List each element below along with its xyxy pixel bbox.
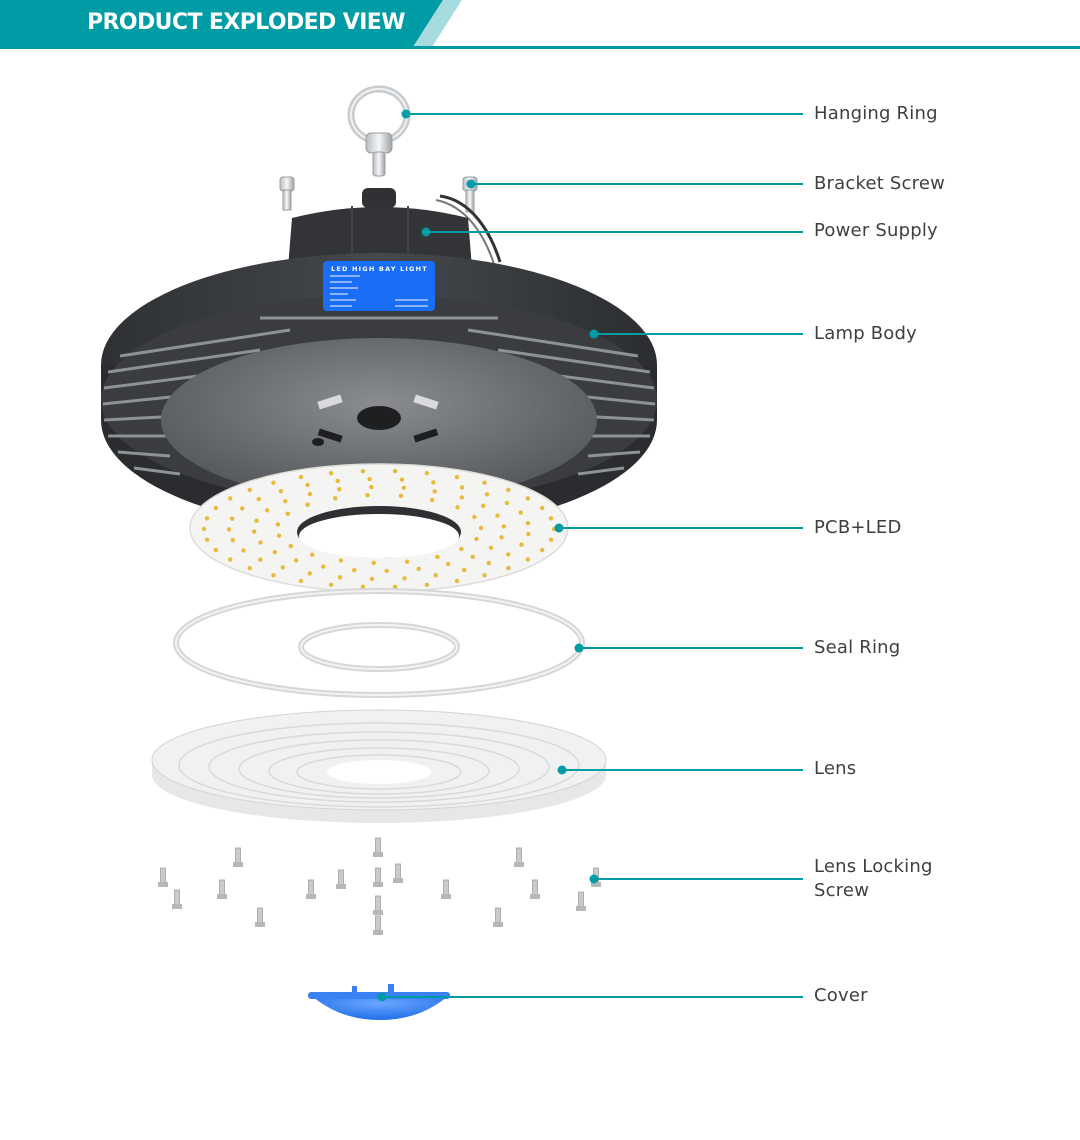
lens-locking-screw-icon [158,837,601,935]
seal-ring-icon [173,588,585,698]
label-lamp-body: Lamp Body [814,323,917,344]
label-lens-locking-screw: Lens Locking Screw [814,855,933,903]
pcb-led-icon [189,463,569,593]
device-info-label [323,261,435,311]
device-label-title: LED HIGH BAY LIGHT [331,265,428,273]
label-hanging-ring: Hanging Ring [814,103,938,124]
label-pcb-led: PCB+LED [814,517,902,538]
cover-icon [308,984,450,1020]
page-title: PRODUCT EXPLODED VIEW [87,10,405,35]
power-supply-icon [288,188,502,268]
label-power-supply: Power Supply [814,220,938,241]
label-bracket-screw: Bracket Screw [814,173,946,194]
label-lens: Lens [814,758,857,779]
header-banner: PRODUCT EXPLODED VIEW [0,0,1080,50]
header-banner-shape [0,0,1080,49]
label-lens-locking-screw-line2: Screw [814,880,870,901]
label-seal-ring: Seal Ring [814,637,901,658]
leader-lines [377,109,803,1002]
hanging-ring-icon [347,85,411,177]
lens-icon [151,709,607,823]
label-lens-locking-screw-line1: Lens Locking [814,856,933,877]
label-cover: Cover [814,985,868,1006]
